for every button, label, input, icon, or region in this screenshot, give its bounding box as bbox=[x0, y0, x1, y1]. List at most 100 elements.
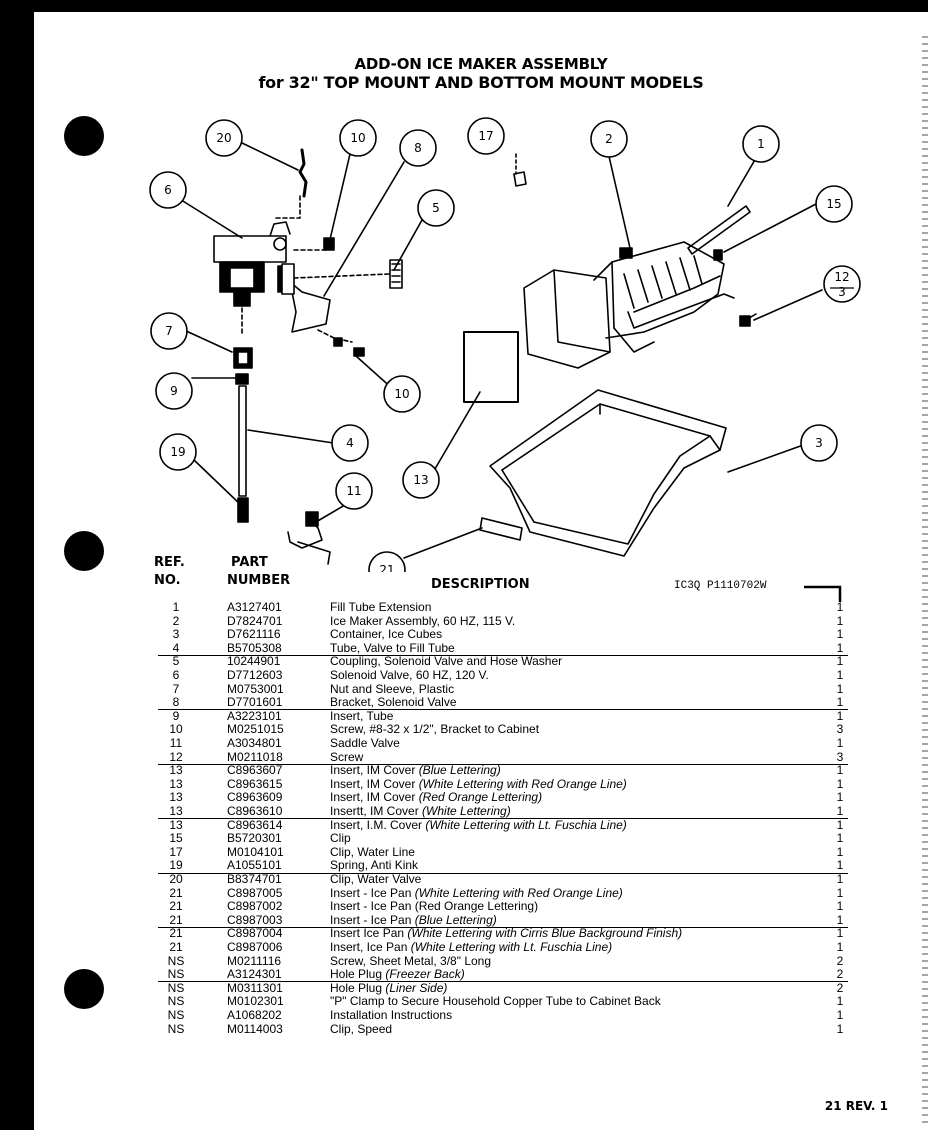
description-text: Container, Ice Cubes bbox=[330, 627, 443, 642]
binder-hole-top bbox=[64, 116, 104, 156]
quantity: 1 bbox=[836, 613, 844, 628]
part-number: C8987005 bbox=[227, 885, 283, 900]
description-text: Insert, I.M. Cover bbox=[330, 817, 426, 832]
table-rule bbox=[158, 818, 848, 820]
ref-no: 21 bbox=[169, 912, 183, 927]
quantity: 1 bbox=[836, 858, 844, 873]
part-number: C8963614 bbox=[227, 817, 283, 832]
ref-no: 1 bbox=[172, 600, 180, 614]
header-ref-line2: NO. bbox=[154, 573, 181, 588]
ref-no: 2 bbox=[172, 613, 180, 628]
part-number: B8374701 bbox=[227, 872, 282, 886]
description-text: Clip bbox=[330, 831, 351, 846]
description-text: Insert, Tube bbox=[330, 708, 394, 723]
description: Insert, I.M. Cover (White Lettering with… bbox=[330, 817, 627, 832]
description-text: Clip, Speed bbox=[330, 1021, 393, 1036]
quantity: 1 bbox=[836, 844, 844, 859]
quantity: 1 bbox=[836, 681, 844, 696]
quantity: 1 bbox=[836, 940, 844, 954]
quantity: 1 bbox=[836, 872, 844, 886]
description-text: Installation Instructions bbox=[330, 1008, 453, 1022]
ref-no: NS bbox=[167, 1021, 185, 1036]
quantity: 1 bbox=[836, 640, 844, 655]
callout-20: 20 bbox=[216, 131, 231, 145]
ref-no: 21 bbox=[169, 885, 183, 900]
description-note: (White Lettering with Lt. Fuschia Line) bbox=[410, 940, 613, 954]
description-text: Insert, IM Cover bbox=[330, 790, 419, 805]
description-note: (White Lettering with Cirris Blue Backgr… bbox=[407, 926, 683, 941]
part-number: C8987003 bbox=[227, 912, 283, 927]
quantity: 1 bbox=[836, 790, 844, 805]
table-rule bbox=[158, 709, 848, 711]
ref-no: 19 bbox=[169, 858, 183, 873]
part-number: 10244901 bbox=[227, 654, 281, 669]
description: Coupling, Solenoid Valve and Hose Washer bbox=[330, 655, 562, 668]
part-number: A3127401 bbox=[227, 600, 282, 614]
header-part-line2: NUMBER bbox=[227, 573, 291, 588]
binder-hole-middle bbox=[64, 531, 104, 571]
description-note: (White Lettering with Red Orange Line) bbox=[418, 776, 627, 791]
description-text: Insert - Ice Pan bbox=[330, 912, 415, 927]
part-number: A3034801 bbox=[227, 736, 282, 750]
quantity: 1 bbox=[836, 654, 844, 669]
ref-no: 13 bbox=[169, 804, 183, 818]
description: Clip, Water Valve bbox=[330, 873, 421, 886]
description: Screw, #8-32 x 1/2", Bracket to Cabinet bbox=[330, 723, 539, 736]
quantity: 1 bbox=[836, 912, 844, 927]
description-text: Solenoid Valve, 60 HZ, 120 V. bbox=[330, 668, 489, 682]
callout-10-top: 10 bbox=[350, 131, 365, 145]
description: Clip bbox=[330, 832, 351, 845]
description: Container, Ice Cubes bbox=[330, 628, 442, 641]
quantity: 1 bbox=[836, 831, 844, 846]
part-number: C8987002 bbox=[227, 899, 283, 914]
description-note: (White Lettering with Lt. Fuschia Line) bbox=[425, 817, 627, 832]
scan-edge-noise bbox=[922, 36, 928, 1126]
ref-no: 13 bbox=[169, 763, 183, 778]
description: Insert, Tube bbox=[330, 708, 394, 723]
description-text: Hole Plug bbox=[330, 967, 386, 982]
table-rule bbox=[158, 654, 848, 656]
description: Insert - Ice Pan (White Lettering with R… bbox=[330, 885, 623, 900]
description: Insertt, IM Cover (White Lettering) bbox=[330, 805, 511, 818]
quantity: 1 bbox=[836, 708, 844, 723]
part-number: D7621116 bbox=[227, 627, 281, 642]
description-text: Clip, Water Line bbox=[330, 844, 415, 859]
callout-10-bottom: 10 bbox=[394, 387, 409, 401]
callout-9: 9 bbox=[170, 384, 178, 398]
callout-13: 13 bbox=[413, 473, 428, 487]
part-number: M0211018 bbox=[227, 749, 283, 764]
description: Bracket, Solenoid Valve bbox=[330, 696, 457, 709]
description-note: (White Lettering with Red Orange Line) bbox=[414, 885, 623, 900]
table-rule bbox=[158, 981, 848, 983]
header-description: DESCRIPTION bbox=[431, 577, 530, 592]
callout-21: 21 bbox=[379, 563, 394, 572]
quantity: 1 bbox=[836, 926, 844, 941]
ref-no: 4 bbox=[172, 640, 180, 655]
description: "P" Clamp to Secure Household Copper Tub… bbox=[330, 995, 661, 1008]
part-number: C8987006 bbox=[227, 940, 283, 954]
ref-no: 13 bbox=[169, 790, 183, 805]
description-text: Ice Maker Assembly, 60 HZ, 115 V. bbox=[330, 613, 516, 628]
quantity: 1 bbox=[836, 668, 844, 682]
description-text: Bracket, Solenoid Valve bbox=[330, 695, 457, 710]
description-text: Fill Tube Extension bbox=[330, 600, 432, 614]
quantity: 1 bbox=[836, 1021, 844, 1036]
part-number: B5705308 bbox=[227, 640, 282, 655]
ref-no: 3 bbox=[172, 627, 180, 642]
ref-no: NS bbox=[167, 980, 185, 995]
ref-no: 11 bbox=[169, 736, 183, 750]
parts-sheet: ADD-ON ICE MAKER ASSEMBLY for 32" TOP MO… bbox=[34, 12, 928, 1130]
description: Screw bbox=[330, 750, 363, 764]
part-number: C8987004 bbox=[227, 926, 283, 941]
description-text: "P" Clamp to Secure Household Copper Tub… bbox=[330, 994, 661, 1009]
ref-no: 10 bbox=[169, 722, 183, 737]
part-number: D7712603 bbox=[227, 668, 283, 682]
description: Insert Ice Pan (White Lettering with Cir… bbox=[330, 927, 682, 940]
